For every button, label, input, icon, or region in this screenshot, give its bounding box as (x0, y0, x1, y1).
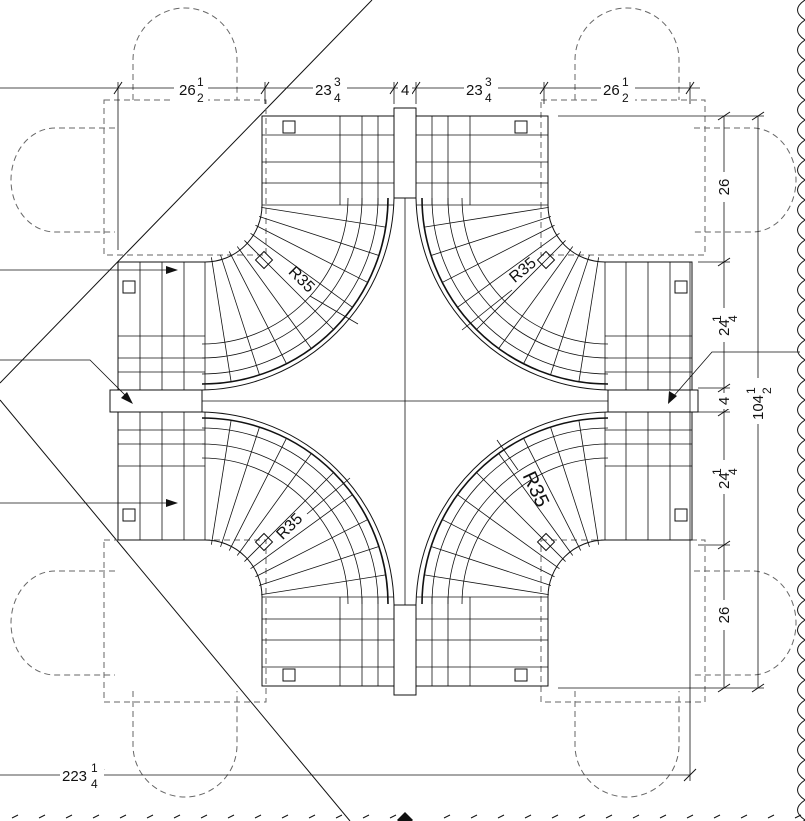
quadrant-bottom-left (117, 411, 395, 687)
bottom-diamond-marker (397, 812, 413, 821)
bottom-dimension-line: 223 1 4 (0, 262, 697, 791)
dim-right-overall-num: 1 (744, 387, 758, 394)
post-bottom (393, 604, 417, 696)
dim-top-2-num: 3 (334, 75, 341, 89)
dim-bottom-whole: 223 (62, 768, 87, 785)
quadrant-top-left (117, 115, 395, 391)
top-dimension-line: 26 1 2 23 3 4 4 23 3 4 26 1 2 (0, 75, 700, 250)
leader-arrows (0, 266, 800, 507)
dim-right-4-num: 1 (710, 468, 724, 475)
dim-top-3: 4 (401, 82, 409, 99)
dim-top-1-den: 2 (197, 91, 204, 105)
dim-top-1 (174, 76, 208, 102)
dim-right-4-whole: 24 (716, 472, 733, 489)
dim-top-2-den: 4 (334, 91, 341, 105)
radius-label-top-right: R35 (506, 255, 539, 287)
dim-top-4-whole: 23 (466, 82, 483, 99)
dim-top-2-whole: 23 (315, 82, 332, 99)
dim-bottom-num: 1 (91, 761, 98, 775)
dim-right-2-den: 4 (726, 315, 740, 322)
dim-top-4-num: 3 (485, 75, 492, 89)
break-line-right (797, 0, 805, 821)
post-right (607, 389, 699, 413)
dim-top-5-num: 1 (622, 75, 629, 89)
right-dimension-lines: 26 24 1 4 4 24 1 4 26 104 1 2 (558, 111, 774, 693)
chair-top-left (10, 7, 267, 256)
dim-top-4-den: 4 (485, 91, 492, 105)
dim-right-3: 4 (716, 397, 733, 405)
dim-right-2-num: 1 (710, 315, 724, 322)
post-top (393, 107, 417, 199)
dim-top-1-whole: 26 (179, 82, 196, 99)
quadrant-bottom-right (415, 411, 693, 687)
radius-label-bottom-right: R35 (518, 468, 553, 511)
dim-top-5-whole: 26 (603, 82, 620, 99)
dim-right-overall-whole: 104 (750, 395, 767, 420)
dim-right-5: 26 (716, 607, 733, 624)
radius-labels: R35 R35 R35 R35 (273, 255, 553, 544)
chair-outlines (10, 7, 797, 798)
center-posts (109, 107, 699, 696)
diagonal-lines (0, 0, 373, 821)
dim-top-1-num: 1 (197, 75, 204, 89)
dim-right-4-den: 4 (726, 468, 740, 475)
radius-label-bottom-left: R35 (273, 510, 306, 543)
dim-top-5-den: 2 (622, 91, 629, 105)
stair-quadrants (117, 115, 693, 687)
quadrant-top-right (415, 115, 693, 391)
dim-right-1: 26 (716, 179, 733, 196)
dim-right-2-whole: 24 (716, 319, 733, 336)
radius-label-top-left: R35 (285, 263, 318, 296)
chair-bottom-left (10, 539, 267, 798)
dim-right-overall-den: 2 (760, 387, 774, 394)
bottom-edge-marks (11, 814, 802, 819)
dim-bottom-den: 4 (91, 777, 98, 791)
